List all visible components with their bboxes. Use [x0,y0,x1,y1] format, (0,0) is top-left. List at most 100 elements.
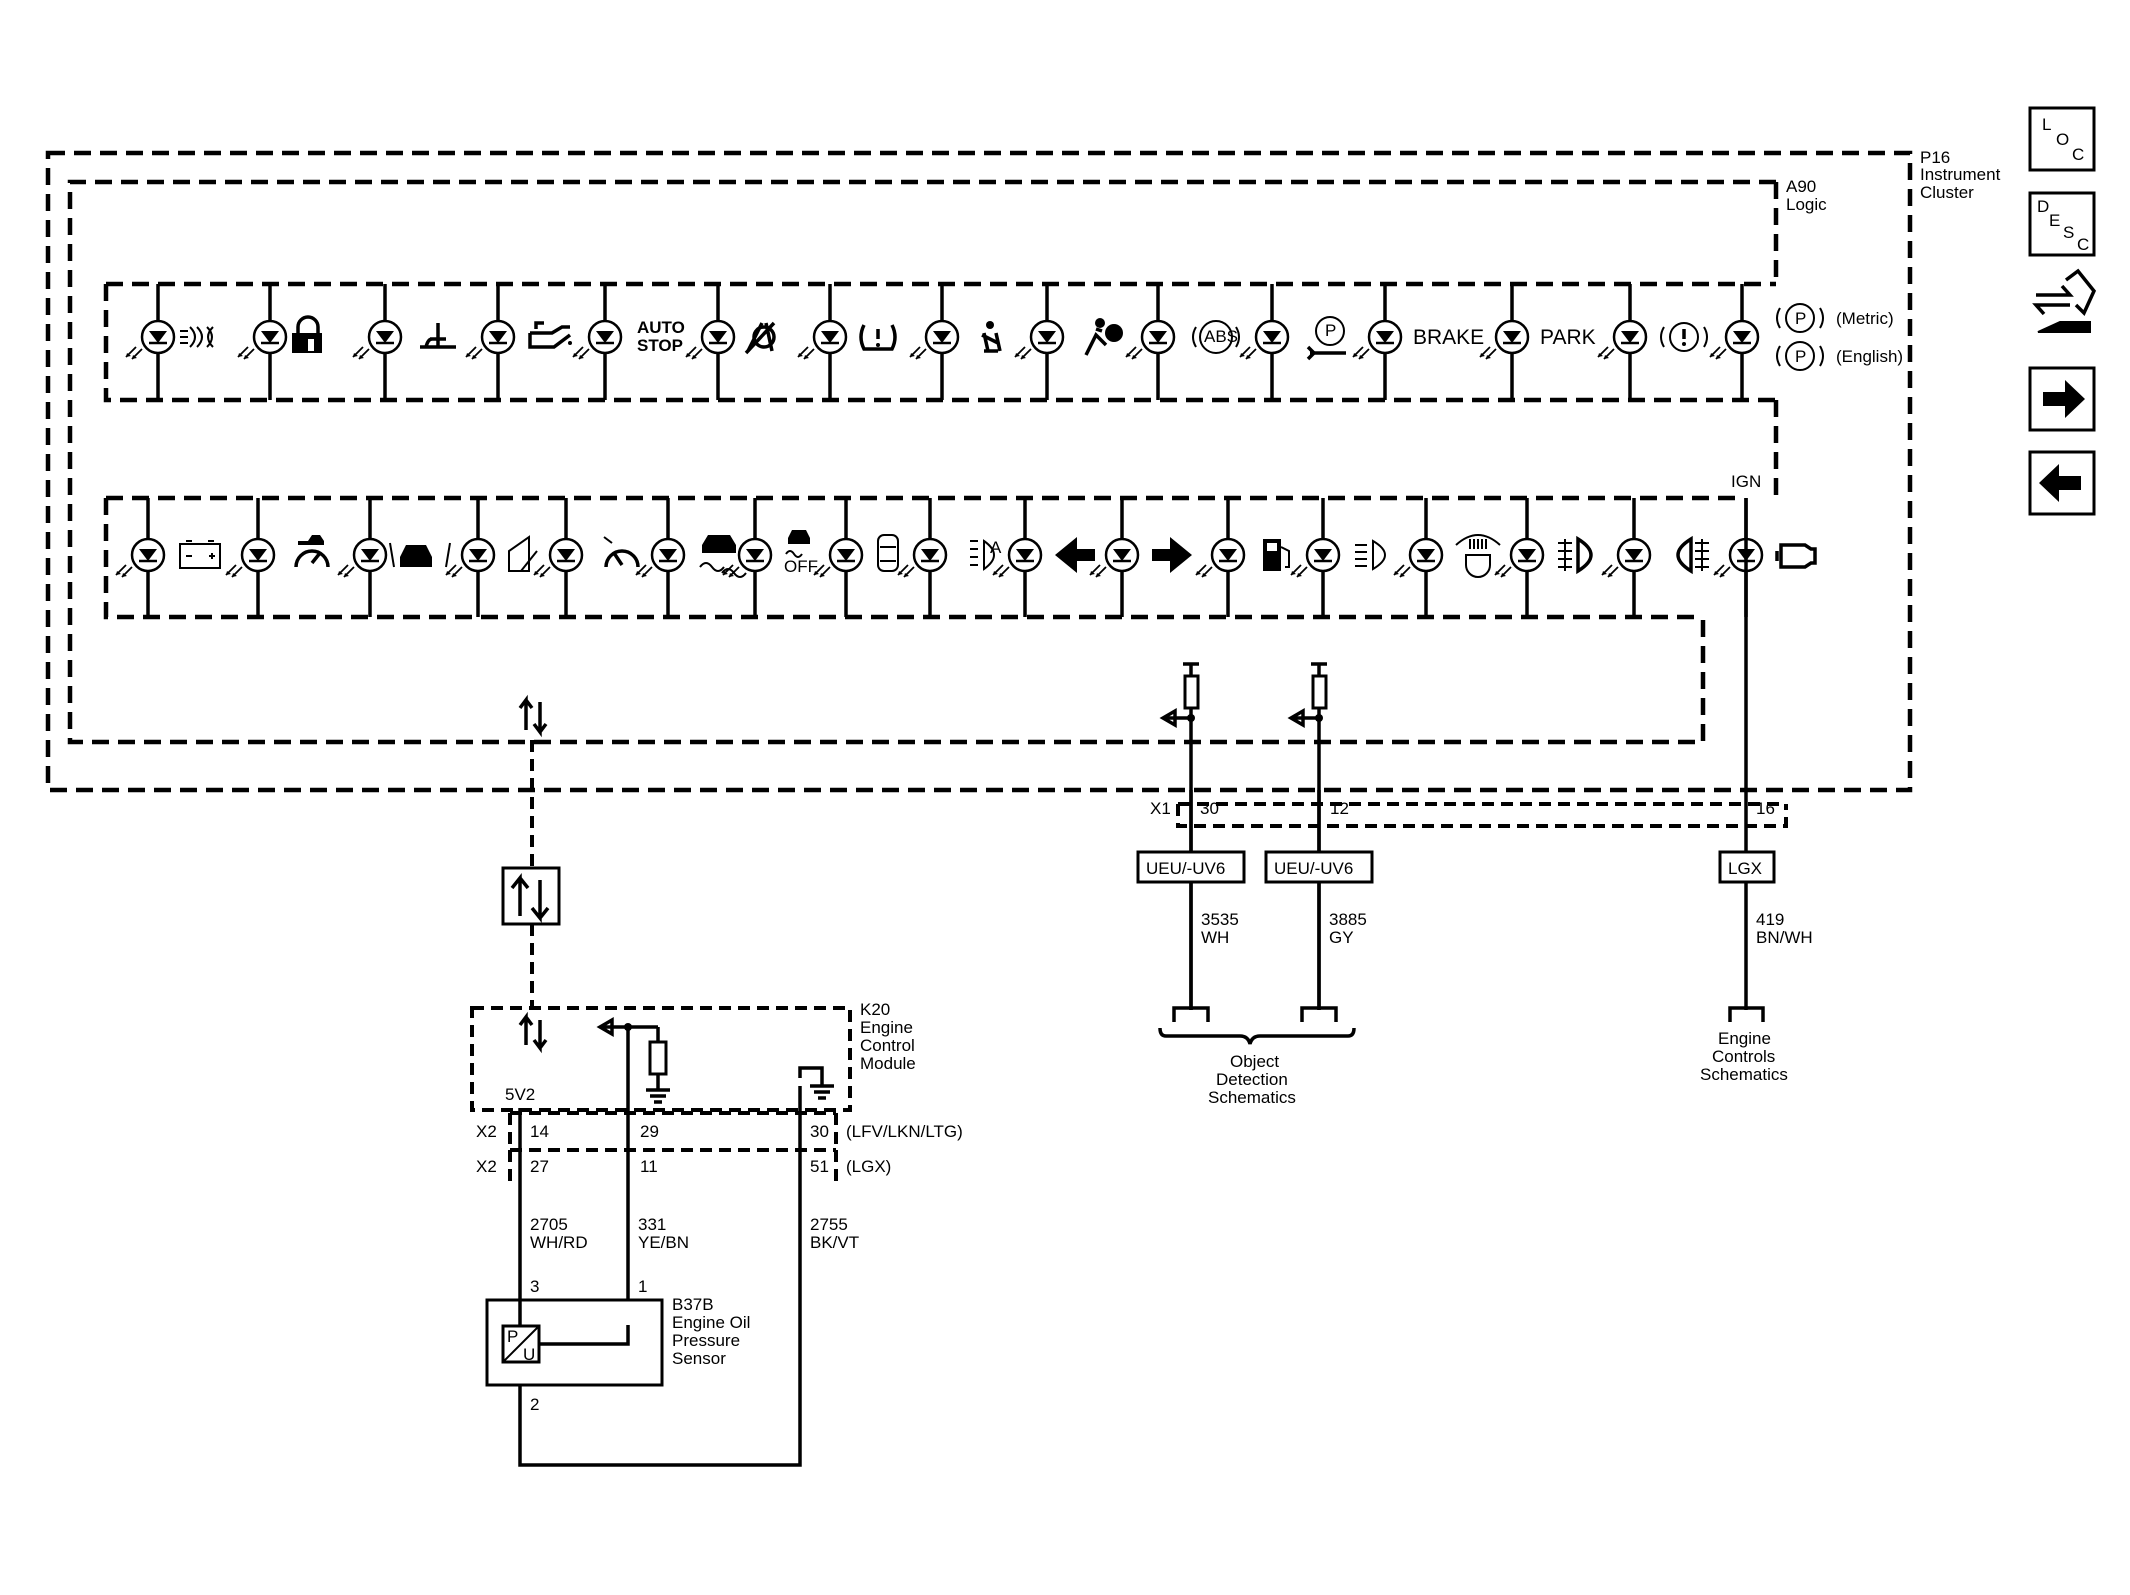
park-text-icon: PARK [1540,326,1596,349]
svg-text:P: P [1325,321,1336,340]
sensor-pin-3: 3 [530,1277,539,1296]
x1-wires [1189,790,1321,858]
row2-led-6 [635,537,686,578]
metric-label: (Metric) [1836,309,1894,328]
x1-pin-30: 30 [1200,799,1219,818]
b37b-label-line2: Engine Oil [672,1313,750,1332]
k20-ecm-boundary [470,1006,852,1112]
k20-signal-input [596,1016,628,1038]
option-box-ueu-1: UEU/-UV6 [1136,850,1246,884]
prev-page-button[interactable] [2028,450,2096,516]
svg-text:AUTO: AUTO [637,318,685,337]
row2-led-8 [813,537,864,578]
wire-331-circuit: 331 [638,1215,666,1234]
object-detection-input-2 [1287,662,1328,1010]
auto-high-beam-icon: A [970,538,1002,571]
row1-led-5 [572,319,623,360]
svg-text:STOP: STOP [637,336,683,355]
low-fuel-icon [1263,539,1290,571]
desc-letter-c: C [2077,235,2089,254]
option-box-lgx: LGX [1718,850,1776,884]
b37b-label-line4: Sensor [672,1349,726,1368]
traction-control-icon [699,535,747,578]
row1-led-8 [909,319,960,360]
engine-controls-label[interactable]: Engine [1718,1029,1771,1048]
wire-2755 [518,1086,802,1467]
forward-collision-icon [389,542,451,568]
row2-led-7 [722,537,773,578]
k20-signal-line [626,1025,658,1325]
engine-controls-label-line3[interactable]: Schematics [1700,1065,1788,1084]
seatbelt-icon [981,321,1002,353]
b37b-label: B37B [672,1295,714,1314]
high-beam-icon [1355,539,1386,571]
wire-3885-circuit: 3885 [1329,910,1367,929]
row2-led-3 [337,537,388,578]
x1-connector [1176,802,1788,828]
object-detection-label[interactable]: Object [1230,1052,1279,1071]
p16-label-line3: Cluster [1920,183,1974,202]
svg-text:P: P [1795,309,1806,328]
x2-pin-29: 29 [640,1122,659,1141]
x1-pin-16: 16 [1756,799,1775,818]
row1-led-14 [1597,319,1648,360]
park-brake-english-icon: P [1776,341,1824,371]
sensor-pin-2: 2 [530,1395,539,1414]
sensor-u-label: U [523,1345,535,1364]
svg-text:LGX: LGX [1728,859,1762,878]
traction-off-icon: OFF [784,530,818,576]
x2-row1-variant: (LFV/LKN/LTG) [846,1122,963,1141]
right-arrow-icon [2043,380,2085,418]
nav-desc-button[interactable]: D E S C [2028,191,2096,257]
wire-3535-color: WH [1201,928,1229,947]
b37b-label-line3: Pressure [672,1331,740,1350]
door-ajar-icon [508,535,538,572]
oil-pressure-icon [528,321,572,349]
object-detection-connectors[interactable] [1172,1006,1338,1022]
row2-led-17 [1713,537,1764,578]
row1-led-11 [1239,319,1290,360]
object-detection-label-line2[interactable]: Detection [1216,1070,1288,1089]
sensor-signal-wire [539,1325,630,1346]
x2-connector-row2 [508,1148,838,1186]
park-brake-service-icon: P [1306,316,1346,361]
speed-limiter-icon [603,536,640,568]
a90-label: A90 [1786,177,1816,196]
object-detection-brace [1158,1027,1356,1045]
row2-led-2 [225,537,276,578]
row1-led-1 [125,319,176,360]
row2-led-16 [1601,537,1652,578]
wire-2755-circuit: 2755 [810,1215,848,1234]
row2-led-5 [533,537,584,578]
row2-indicator-leds [115,537,1764,578]
ground-symbol-1 [646,1074,670,1104]
object-detection-label-line3[interactable]: Schematics [1208,1088,1296,1107]
nav-loc-button[interactable]: L O C [2028,106,2096,172]
svg-text:UEU/-UV6: UEU/-UV6 [1274,859,1353,878]
x1-label: X1 [1150,799,1171,818]
connector-tool-icon[interactable] [2032,268,2097,333]
engine-controls-connector[interactable] [1728,1006,1765,1022]
next-page-button[interactable] [2028,366,2096,432]
engine-controls-label-line2[interactable]: Controls [1712,1047,1775,1066]
right-turn-icon [1152,537,1192,573]
p16-label-line2: Instrument [1920,165,2001,184]
x2-pin-11: 11 [640,1157,658,1176]
row1-led-12 [1352,319,1403,360]
desc-letter-e: E [2049,211,2060,230]
auto-stop-icon: AUTO STOP [637,318,685,355]
rear-fog-icon [1676,535,1709,575]
x2-pin-51: 51 [810,1157,829,1176]
sensor-pin-1: 1 [638,1277,647,1296]
serial-data-symbol[interactable] [501,866,561,926]
row2-led-1 [115,537,166,578]
oil-level-icon [420,323,456,349]
row1-led-15 [1709,319,1760,360]
row1-led-9 [1014,319,1065,360]
row2-led-14 [1393,537,1444,578]
left-arrow-icon [2039,464,2081,502]
row1-led-13 [1479,319,1530,360]
wire-2705-circuit: 2705 [530,1215,568,1234]
a90-label-line2: Logic [1786,195,1827,214]
